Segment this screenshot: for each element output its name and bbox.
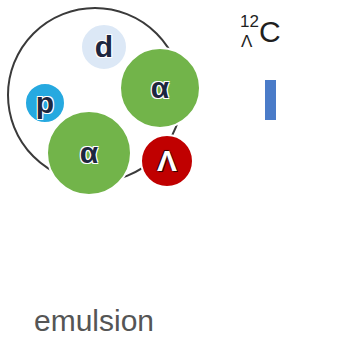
nuclide-label: 12	[240, 13, 259, 30]
particle-symbol: α	[151, 73, 169, 103]
method-label: emulsion	[34, 306, 154, 336]
particle-symbol: d	[95, 32, 113, 62]
proton-circle: p	[24, 82, 66, 124]
particle-symbol: Λ	[157, 146, 177, 176]
particle-symbol: α	[80, 138, 98, 168]
deuteron-circle: d	[80, 23, 128, 71]
nuclide-label: C	[259, 17, 281, 47]
lambda-circle: Λ	[140, 134, 194, 188]
alpha-circle: α	[119, 47, 201, 129]
blue-bar	[265, 80, 276, 120]
nuclide-label: Λ	[241, 33, 252, 50]
particle-symbol: p	[36, 88, 54, 118]
alpha-circle: α	[46, 110, 132, 196]
nucleus-circle: 12ΛCdpααΛ	[7, 7, 183, 183]
